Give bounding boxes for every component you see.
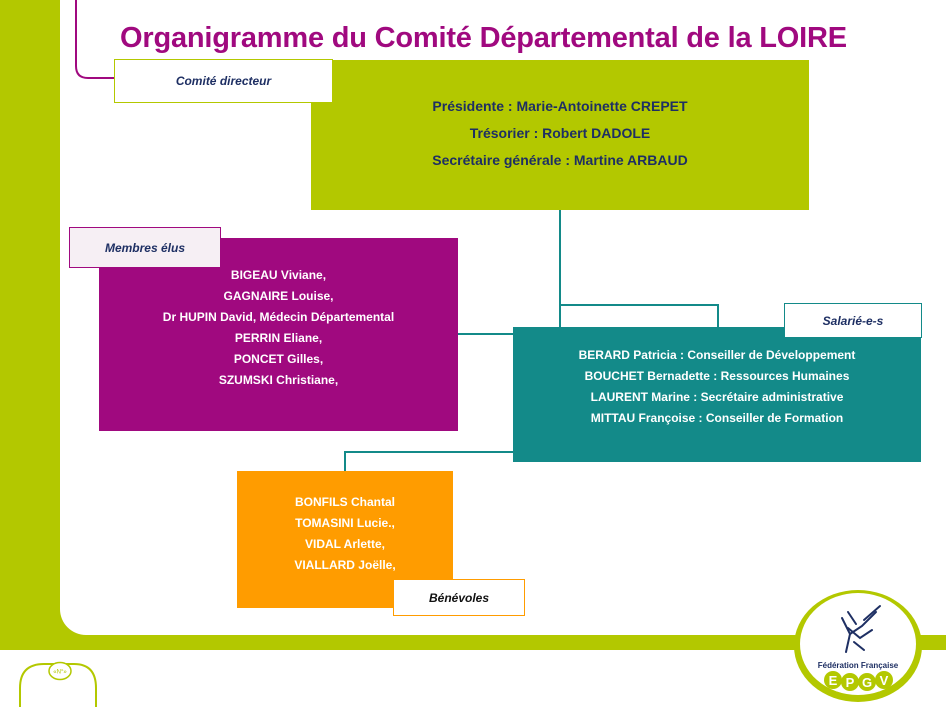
- comite-directeur-box: Présidente : Marie-Antoinette CREPET Tré…: [311, 60, 809, 210]
- logo-letter-e: E: [829, 673, 838, 688]
- salarie-line: LAURENT Marine : Secrétaire administrati…: [590, 390, 844, 404]
- logo-letter-p: P: [846, 675, 855, 690]
- connector-branch: [560, 304, 719, 327]
- member-line: PERRIN Eliane,: [234, 331, 323, 345]
- membres-elus-tag: Membres élus: [69, 227, 221, 268]
- logo-letter-g: G: [862, 675, 872, 690]
- tresorier-line: Trésorier : Robert DADOLE: [469, 125, 651, 141]
- membres-elus-box: BIGEAU Viviane, GAGNAIRE Louise, Dr HUPI…: [99, 238, 458, 431]
- epgv-logo: Fédération Française E P G V: [794, 590, 922, 702]
- benevoles-box: BONFILS Chantal TOMASINI Lucie., VIDAL A…: [237, 471, 453, 608]
- salarie-line: BOUCHET Bernadette : Ressources Humaines: [584, 369, 850, 383]
- logo-letter-v: V: [880, 673, 889, 688]
- benevole-line: VIALLARD Joëlle,: [294, 558, 396, 572]
- member-line: PONCET Gilles,: [233, 352, 324, 366]
- member-line: SZUMSKI Christiane,: [218, 373, 339, 387]
- figure-icon: [841, 605, 881, 653]
- page-number-marker: «N°»: [48, 661, 72, 681]
- benevole-line: BONFILS Chantal: [294, 495, 395, 509]
- member-line: Dr HUPIN David, Médecin Départemental: [162, 310, 395, 324]
- benevoles-lines: BONFILS Chantal TOMASINI Lucie., VIDAL A…: [237, 492, 453, 576]
- comite-directeur-lines: Présidente : Marie-Antoinette CREPET Tré…: [311, 93, 809, 174]
- salarie-line: MITTAU Françoise : Conseiller de Formati…: [590, 411, 844, 425]
- bottom-strip: [0, 650, 946, 707]
- secretaire-line: Secrétaire générale : Martine ARBAUD: [432, 152, 688, 168]
- member-line: GAGNAIRE Louise,: [223, 289, 334, 303]
- logo-federation-text: Fédération Française: [818, 661, 899, 670]
- president-line: Présidente : Marie-Antoinette CREPET: [432, 98, 688, 114]
- benevole-line: VIDAL Arlette,: [304, 537, 385, 551]
- salaries-lines: BERARD Patricia : Conseiller de Développ…: [513, 345, 921, 429]
- salaries-box: BERARD Patricia : Conseiller de Développ…: [513, 327, 921, 462]
- salarie-line: BERARD Patricia : Conseiller de Développ…: [578, 348, 856, 362]
- benevoles-tag: Bénévoles: [393, 579, 525, 616]
- comite-directeur-tag: Comité directeur: [114, 59, 333, 103]
- membres-elus-lines: BIGEAU Viviane, GAGNAIRE Louise, Dr HUPI…: [99, 265, 458, 391]
- salaries-tag: Salarié-e-s: [784, 303, 922, 338]
- page-marker-text: «N°»: [53, 670, 67, 676]
- benevole-line: TOMASINI Lucie.,: [295, 516, 395, 530]
- page-title: Organigramme du Comité Départemental de …: [120, 22, 847, 54]
- member-line: BIGEAU Viviane,: [230, 268, 327, 282]
